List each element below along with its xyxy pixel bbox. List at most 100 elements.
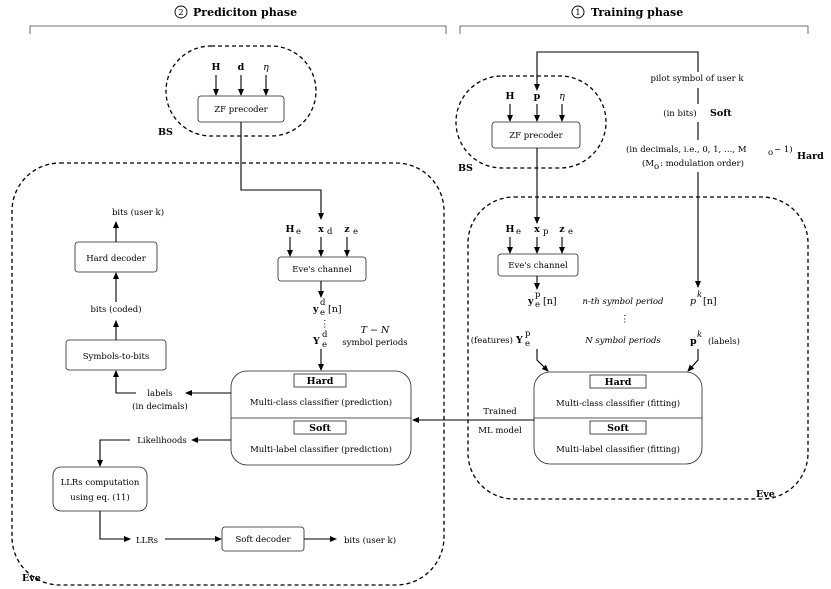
training-classifier-group: Hard Multi-class classifier (fitting) So… xyxy=(533,371,703,465)
training-bs-label: BS xyxy=(458,163,473,174)
training-phase-title: Training phase xyxy=(591,6,683,19)
svg-text:⋮: ⋮ xyxy=(320,319,330,330)
prediction-labels-bottom: (in decimals) xyxy=(132,401,188,412)
prediction-zf-precoder-label: ZF precoder xyxy=(214,105,268,115)
prediction-input-ze: z xyxy=(344,224,350,235)
symbols-to-bits-label: Symbols-to-bits xyxy=(83,352,150,362)
prediction-xd-link xyxy=(240,122,324,220)
modulation-order-label: (M o : modulation order) xyxy=(642,158,744,172)
training-bs-input-eta: η xyxy=(559,91,565,102)
prediction-soft-classifier: Multi-label classifier (prediction) xyxy=(250,444,392,455)
svg-text:: modulation order): : modulation order) xyxy=(660,158,744,169)
prediction-hard-classifier: Multi-class classifier (prediction) xyxy=(250,397,392,408)
training-eves-channel-box xyxy=(497,253,579,277)
llr-computation-line2: using eq. (11) xyxy=(70,492,130,503)
prediction-phase-header: 2 Prediciton phase xyxy=(29,5,447,34)
svg-text:Y: Y xyxy=(312,336,320,347)
prediction-input-xd-sub: d xyxy=(327,227,333,237)
training-eves-channel-label: Eve's channel xyxy=(508,261,568,271)
prediction-periods-bottom: symbol periods xyxy=(342,338,407,348)
prediction-labels-top: labels xyxy=(147,389,172,399)
soft-side-label: Soft xyxy=(710,108,732,119)
training-phase-number: 1 xyxy=(575,8,580,18)
prediction-received-signal: y d e [n] ⋮ Y d e T − N symbol periods xyxy=(312,298,408,350)
training-channel-inputs: H e x p z e xyxy=(506,224,573,254)
svg-text:p: p xyxy=(690,336,697,347)
labels-side-label: (labels) xyxy=(708,336,740,347)
svg-text:e: e xyxy=(525,339,530,349)
in-bits-label: (in bits) xyxy=(663,108,696,119)
svg-text:p: p xyxy=(525,329,531,339)
svg-text:y: y xyxy=(527,296,534,307)
svg-text:z: z xyxy=(559,224,565,235)
llr-computation-line1: LLRs computation xyxy=(61,478,140,488)
trained-label: Trained xyxy=(483,407,517,417)
svg-text:(in decimals, i.e., 0, 1, …, M: (in decimals, i.e., 0, 1, …, M xyxy=(626,144,747,155)
soft-decoder-label: Soft decoder xyxy=(235,535,291,545)
pilot-symbol-label: pilot symbol of user k xyxy=(650,74,744,84)
svg-text:− 1): − 1) xyxy=(774,144,793,155)
training-soft-classifier: Multi-label classifier (fitting) xyxy=(556,444,680,455)
prediction-bs-group: BS H d η ZF precoder xyxy=(158,45,317,138)
prediction-phase-number: 2 xyxy=(178,8,183,18)
n-symbol-periods-label: N symbol periods xyxy=(584,336,661,346)
nth-symbol-period-label: n-th symbol period xyxy=(583,297,665,307)
svg-text:[n]: [n] xyxy=(703,296,717,307)
prediction-eve-region xyxy=(11,162,445,586)
svg-text:o: o xyxy=(654,162,659,172)
prediction-input-He-sub: e xyxy=(296,227,301,237)
ml-model-label: ML model xyxy=(478,426,522,436)
training-labels-signal: p k [n] p k (labels) xyxy=(690,290,740,347)
training-hard-classifier: Multi-class classifier (fitting) xyxy=(556,398,680,409)
svg-text:x: x xyxy=(534,224,540,235)
prediction-input-xd: x xyxy=(318,224,324,235)
bits-coded-label: bits (coded) xyxy=(90,304,141,315)
svg-text:H: H xyxy=(506,224,515,235)
svg-text:p: p xyxy=(535,290,541,300)
svg-text:[n]: [n] xyxy=(328,304,342,315)
bits-user-top-label: bits (user k) xyxy=(112,207,164,218)
in-decimals-label: (in decimals, i.e., 0, 1, …, M o − 1) xyxy=(626,144,793,158)
svg-text:[n]: [n] xyxy=(543,296,557,307)
prediction-eves-channel-label: Eve's channel xyxy=(292,265,352,275)
training-hard-tag: Hard xyxy=(605,377,632,388)
training-soft-tag: Soft xyxy=(607,423,629,434)
llr-computation-box xyxy=(52,466,148,512)
svg-text:d: d xyxy=(320,298,326,308)
llrs-label: LLRs xyxy=(136,536,158,546)
svg-text:o: o xyxy=(768,148,773,158)
svg-text:p: p xyxy=(543,227,549,237)
svg-text:p: p xyxy=(690,296,696,307)
svg-text:Y: Y xyxy=(515,335,523,346)
svg-text:e: e xyxy=(322,340,327,350)
prediction-input-He: H xyxy=(286,224,295,235)
training-received-signal: y p e [n] (features) Y p e xyxy=(471,290,557,349)
svg-text:e: e xyxy=(568,227,573,237)
prediction-eve-label: Eve xyxy=(22,573,41,584)
features-label: (features) xyxy=(471,335,513,346)
bits-user-bottom-label: bits (user k) xyxy=(344,535,396,546)
prediction-soft-tag: Soft xyxy=(309,423,331,434)
svg-text:⋮: ⋮ xyxy=(620,314,630,325)
prediction-bs-input-d: d xyxy=(238,62,245,73)
svg-text:k: k xyxy=(697,290,702,300)
prediction-channel-inputs: H e x d z e xyxy=(286,224,358,257)
svg-text:y: y xyxy=(312,304,319,315)
training-eve-label: Eve xyxy=(756,489,775,500)
prediction-bs-input-eta: η xyxy=(263,62,269,73)
training-phase-header: 1 Training phase xyxy=(459,5,809,34)
prediction-bs-input-h: H xyxy=(212,62,221,73)
svg-text:k: k xyxy=(697,330,702,340)
hard-decoder-label: Hard decoder xyxy=(86,254,147,264)
svg-text:(M: (M xyxy=(642,158,654,169)
training-zf-precoder-box xyxy=(491,121,581,149)
svg-text:d: d xyxy=(322,330,328,340)
training-bs-group: BS H p η ZF precoder xyxy=(455,75,607,174)
prediction-classifier-group: Hard Multi-class classifier (prediction)… xyxy=(230,370,412,466)
prediction-phase-title: Prediciton phase xyxy=(193,6,297,19)
svg-text:e: e xyxy=(535,300,540,310)
prediction-hard-tag: Hard xyxy=(307,376,334,387)
hard-side-label: Hard xyxy=(797,151,824,162)
training-zf-precoder-label: ZF precoder xyxy=(509,131,563,141)
